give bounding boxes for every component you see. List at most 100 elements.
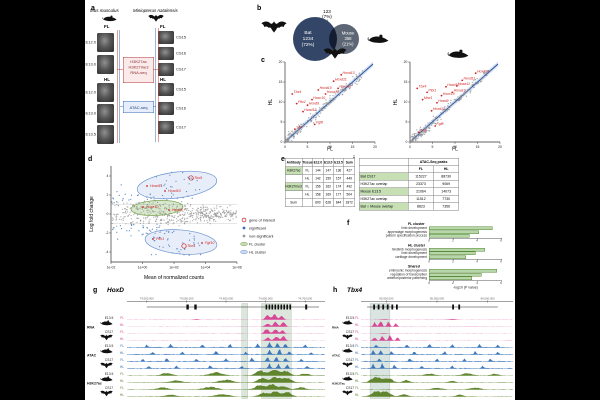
stage-label: E13.5 xyxy=(105,316,114,320)
ma-point xyxy=(193,237,195,239)
scatter-point xyxy=(457,96,459,98)
scatter-point xyxy=(425,128,428,130)
scatter-point xyxy=(311,116,313,118)
scatter-point xyxy=(411,138,413,141)
ma-point xyxy=(205,212,207,214)
track-limb-label: HL xyxy=(120,337,124,341)
mouse-icon xyxy=(100,376,113,382)
scatter-point xyxy=(436,120,438,122)
scatter-point xyxy=(312,116,314,119)
scatter-point xyxy=(428,124,431,127)
scatter-point xyxy=(465,90,468,92)
gene-point xyxy=(416,87,419,90)
ma-point xyxy=(184,219,186,221)
track-limb-label: FL xyxy=(355,316,359,320)
ma-point xyxy=(116,213,118,215)
go-group-title: Shared xyxy=(408,265,420,269)
scatter-point xyxy=(423,127,425,129)
ma-point xyxy=(170,196,173,198)
scatter-point xyxy=(425,129,427,131)
ma-point xyxy=(204,209,207,211)
ma-point xyxy=(154,211,156,213)
ma-point xyxy=(163,219,165,221)
scatter-point xyxy=(312,114,314,116)
scatter-point xyxy=(411,140,413,142)
ma-point xyxy=(146,207,148,209)
mouse-hl-embryo-photo xyxy=(97,83,114,102)
ma-point xyxy=(119,225,121,227)
gene-label: Shh xyxy=(420,129,426,133)
ma-point xyxy=(146,227,149,229)
ma-point xyxy=(118,194,120,196)
ma-point xyxy=(183,178,185,180)
ma-point xyxy=(195,219,197,221)
ma-point xyxy=(197,214,199,216)
ma-point xyxy=(175,208,178,210)
ma-point xyxy=(130,194,133,196)
ma-point xyxy=(116,231,118,233)
species-name-mouse: Mus musculus xyxy=(90,8,119,13)
ma-point xyxy=(187,208,189,210)
table-cell: 14073 xyxy=(433,187,460,196)
ma-point xyxy=(159,225,161,227)
ma-point xyxy=(167,221,169,224)
scatter-point xyxy=(414,135,416,137)
ma-point xyxy=(128,230,130,232)
ma-point xyxy=(200,254,202,256)
scatter-point xyxy=(423,128,425,130)
connector-line xyxy=(153,69,158,70)
ma-point xyxy=(210,216,212,218)
mouse-icon-tail xyxy=(100,377,102,380)
ma-point xyxy=(162,246,164,248)
scatter-point xyxy=(429,122,431,124)
ma-point xyxy=(187,217,189,219)
ma-point xyxy=(173,230,175,232)
ma-point xyxy=(115,201,118,203)
gene-label: Hoxa10 xyxy=(327,90,339,94)
wiggle-track xyxy=(127,329,325,334)
mouse-icon-body xyxy=(101,349,113,354)
go-bar xyxy=(429,247,485,252)
scatter-point xyxy=(453,98,455,101)
ma-point xyxy=(195,218,197,220)
ma-point xyxy=(163,207,166,210)
ma-point xyxy=(145,218,147,220)
ma-point xyxy=(136,209,138,211)
ma-point xyxy=(168,219,171,221)
ma-point xyxy=(203,209,205,211)
scatter-point xyxy=(461,95,463,97)
ma-point xyxy=(122,198,124,200)
ma-point xyxy=(196,215,198,217)
ma-point xyxy=(142,225,144,227)
ma-point xyxy=(220,216,222,218)
ma-point xyxy=(184,221,186,223)
go-bar xyxy=(429,255,466,259)
ma-point xyxy=(222,216,224,218)
go-bar-row: regulation of transcription xyxy=(353,272,513,277)
ma-point xyxy=(143,203,145,205)
scatter-point xyxy=(473,79,475,82)
gene-label: Hoxd10 xyxy=(320,86,332,90)
ma-point xyxy=(202,204,204,206)
assay-label: H3K27ac xyxy=(130,59,147,65)
go-axis-label: -log10 (P value) xyxy=(453,285,478,290)
ma-point xyxy=(159,231,161,233)
table-cell: 144 xyxy=(312,166,324,175)
scatter-point xyxy=(460,98,462,100)
ma-point xyxy=(126,202,128,204)
ma-point xyxy=(166,218,168,220)
scatter-point xyxy=(469,87,471,90)
bat-fl-embryo-photo xyxy=(158,47,174,60)
ma-point xyxy=(200,206,202,208)
ma-point xyxy=(180,210,182,212)
bat-icon xyxy=(342,334,353,340)
scatter-point xyxy=(444,110,446,113)
gene-point xyxy=(294,128,296,131)
scatter-point xyxy=(348,88,350,90)
bat-icon xyxy=(342,390,353,396)
mouse-icon-ear xyxy=(348,348,350,350)
table-cell: 600 xyxy=(312,198,324,207)
